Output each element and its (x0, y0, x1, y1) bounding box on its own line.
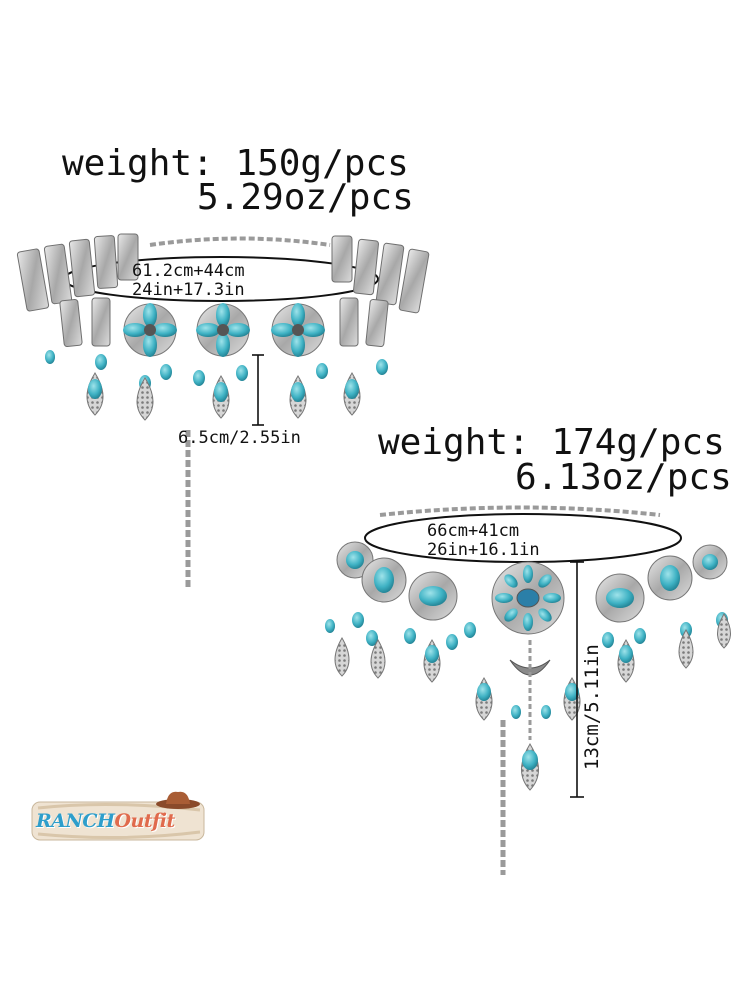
belt-1-drop-length: 6.5cm/2.55in (178, 428, 301, 448)
belt-1-weight-grams: weight: 150g/pcs (62, 143, 409, 184)
belt-2-size-in: 26in+16.1in (427, 540, 540, 560)
belt-1-size-in: 24in+17.3in (132, 280, 245, 300)
belt-2-drop-length: 13cm/5.11in (581, 644, 603, 770)
belt-2-weight-grams: weight: 174g/pcs (378, 422, 725, 463)
logo-text-ranch: RANCH (36, 810, 115, 832)
logo-background (31, 791, 205, 841)
brand-logo: RANCHOutfit (30, 788, 210, 852)
logo-text: RANCHOutfit (36, 810, 175, 832)
belt-2-size-cm: 66cm+41cm (427, 521, 520, 541)
belt-1-size-cm: 61.2cm+44cm (132, 261, 245, 281)
belt-1 (16, 233, 430, 590)
belt-1-weight-ounces: 5.29oz/pcs (197, 177, 414, 218)
cowboy-hat-icon (156, 791, 200, 809)
belt-2 (325, 505, 731, 875)
logo-text-outfit: Outfit (114, 810, 175, 832)
belt-2-weight-ounces: 6.13oz/pcs (515, 457, 732, 498)
